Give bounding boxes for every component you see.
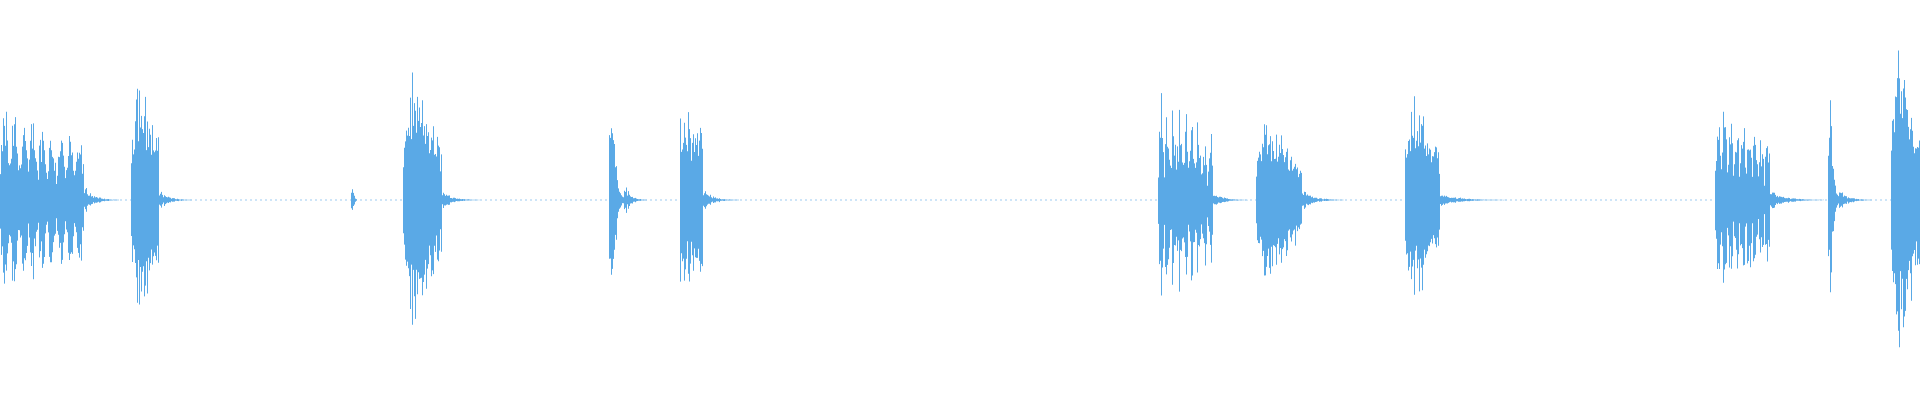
waveform-bars <box>0 50 1920 348</box>
waveform-signal <box>0 50 1920 348</box>
